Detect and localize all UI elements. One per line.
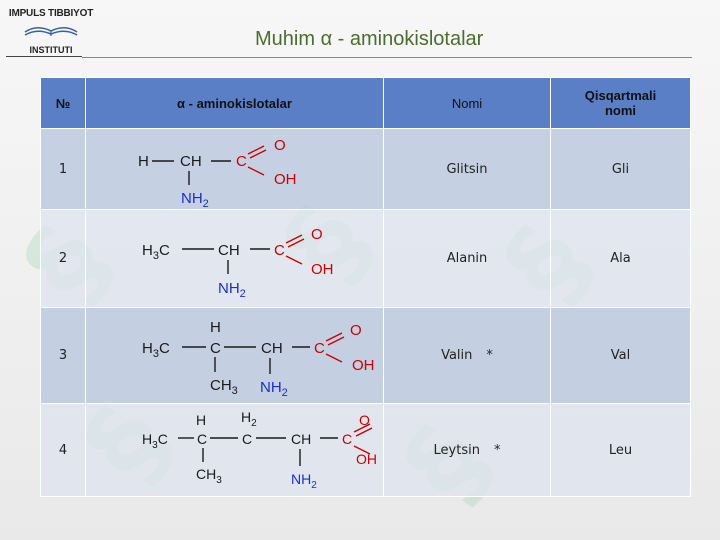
atom-label: CH3 bbox=[196, 466, 222, 486]
atom-label: NH2 bbox=[260, 379, 288, 399]
alanine-structure: H3C CH C O OH NH2 bbox=[142, 226, 334, 300]
table-row: 2 H3C CH C O OH NH2 bbox=[40, 209, 691, 308]
atom-label: O bbox=[350, 322, 362, 339]
glycine-structure: H CH C O OH NH2 bbox=[138, 137, 297, 209]
page-title: Muhim α - aminokislotalar bbox=[255, 28, 484, 50]
title-underline bbox=[82, 57, 692, 58]
formula-cell: H H2 H3C C C CH C O bbox=[85, 403, 384, 497]
atom-label: H3C bbox=[142, 340, 170, 360]
row-number: 4 bbox=[40, 403, 86, 497]
atom-label: C bbox=[342, 431, 352, 447]
atom-label: NH2 bbox=[181, 190, 209, 209]
atom-label: OH bbox=[352, 357, 375, 374]
atom-label: H bbox=[138, 153, 149, 170]
atom-label: H3C bbox=[142, 242, 170, 262]
atom-label: OH bbox=[274, 171, 297, 188]
row-name: Glitsin bbox=[383, 128, 551, 210]
atom-label: H2 bbox=[241, 409, 257, 429]
book-icon bbox=[24, 27, 78, 36]
table-header-row: № α - aminokislotalar Nomi Qisqartmali n… bbox=[40, 77, 691, 129]
atom-label: H bbox=[196, 412, 206, 428]
amino-acid-table: № α - aminokislotalar Nomi Qisqartmali n… bbox=[40, 77, 691, 497]
atom-label: CH bbox=[261, 340, 283, 357]
row-name: Alanin bbox=[383, 209, 551, 308]
atom-label: C bbox=[210, 340, 221, 357]
row-abbreviation: Ala bbox=[550, 209, 691, 308]
logo-bottom-text: INSTITUTI bbox=[29, 45, 73, 55]
atom-label: CH bbox=[291, 431, 311, 447]
row-name: Valin* bbox=[383, 307, 551, 404]
row-number: 1 bbox=[40, 128, 86, 210]
leucine-structure: H H2 H3C C C CH C O bbox=[142, 409, 377, 491]
header-formula: α - aminokislotalar bbox=[85, 77, 384, 129]
atom-label: OH bbox=[311, 261, 334, 278]
atom-label: O bbox=[359, 412, 370, 428]
essential-marker: * bbox=[486, 348, 493, 363]
row-abbreviation: Leu bbox=[550, 403, 691, 497]
formula-cell: H3C CH C O OH NH2 bbox=[85, 209, 384, 308]
atom-label: C bbox=[314, 340, 325, 357]
row-number: 2 bbox=[40, 209, 86, 308]
atom-label: O bbox=[274, 137, 286, 154]
atom-label: O bbox=[311, 226, 323, 243]
atom-label: CH bbox=[180, 153, 202, 170]
formula-cell: H CH C O OH NH2 bbox=[85, 128, 384, 210]
atom-label: OH bbox=[356, 451, 377, 467]
row-number: 3 bbox=[40, 307, 86, 404]
atom-label: NH2 bbox=[291, 471, 317, 491]
atom-label: H3C bbox=[142, 431, 168, 451]
header-name: Nomi bbox=[383, 77, 551, 129]
atom-label: CH3 bbox=[210, 377, 238, 397]
valine-structure: H H3C C CH C O OH CH3 bbox=[142, 319, 375, 399]
header-number: № bbox=[40, 77, 86, 129]
essential-marker: * bbox=[493, 442, 501, 458]
atom-label: CH bbox=[218, 242, 240, 259]
logo-underline bbox=[6, 56, 82, 57]
logo-top-text: IMPULS TIBBIYOT bbox=[8, 8, 94, 19]
atom-label: C bbox=[236, 153, 247, 170]
institute-logo: IMPULS TIBBIYOT INSTITUTI bbox=[6, 8, 96, 55]
atom-label: NH2 bbox=[218, 280, 246, 300]
row-abbreviation: Val bbox=[550, 307, 691, 404]
atom-label: C bbox=[242, 431, 252, 447]
formula-cell: H H3C C CH C O OH CH3 bbox=[85, 307, 384, 404]
header-abbreviation: Qisqartmali nomi bbox=[550, 77, 691, 129]
row-name: Leytsin* bbox=[383, 403, 551, 497]
table-row: 3 H H3C C CH C O O bbox=[40, 307, 691, 404]
atom-label: H bbox=[210, 319, 221, 336]
table-row: 1 H CH C O OH NH2 bbox=[40, 128, 691, 210]
table-row: 4 H H2 H3C C C CH C bbox=[40, 403, 691, 497]
atom-label: C bbox=[197, 431, 207, 447]
atom-label: C bbox=[274, 242, 285, 259]
row-abbreviation: Gli bbox=[550, 128, 691, 210]
